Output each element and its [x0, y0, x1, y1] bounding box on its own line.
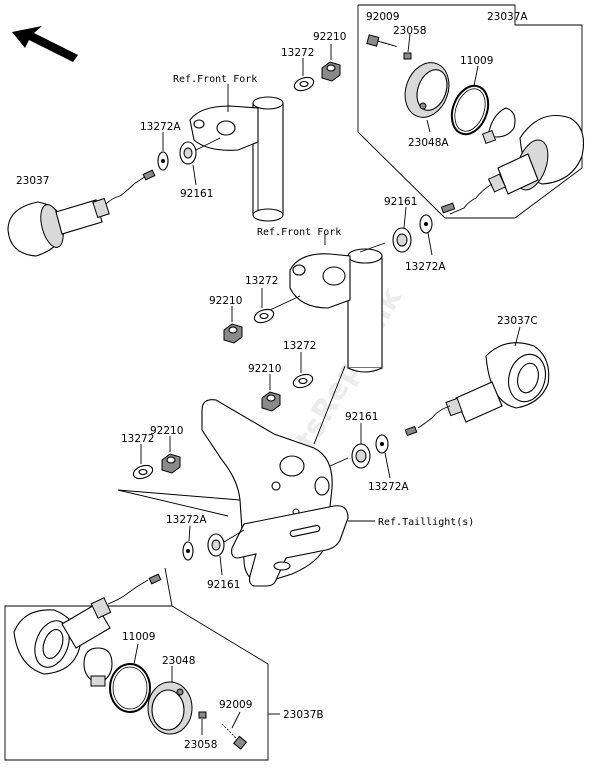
label-13272A-c: 13272A [368, 481, 409, 493]
washer-13272-b [253, 308, 275, 324]
o-ring-11009-top [450, 84, 490, 136]
label-92210-c: 92210 [248, 363, 281, 375]
label-11009-bottom: 11009 [122, 631, 155, 643]
turn-signal-23037C [404, 342, 550, 437]
fork-bracket-middle [289, 253, 351, 309]
label-13272-a: 13272 [281, 47, 314, 59]
grommet-92161-d [207, 533, 225, 557]
group-outline-23037A-lower [357, 5, 583, 219]
washer-13272-d [132, 464, 154, 480]
grommet-92161-b [392, 227, 412, 253]
ref-front-fork-2: Ref.Front Fork [257, 227, 341, 238]
o-ring-11009-bottom [109, 663, 151, 713]
label-23058-bottom: 23058 [184, 739, 217, 751]
arrow-front-left-icon [12, 26, 78, 62]
nut-23058-bottom [198, 711, 207, 719]
label-92161-d: 92161 [207, 579, 240, 591]
lens-23048 [147, 681, 193, 735]
ref-taillight: Ref.Taillight(s) [378, 517, 474, 528]
label-92009-bottom: 92009 [219, 699, 252, 711]
washer-13272A-b [419, 214, 433, 234]
ref-front-fork-1: Ref.Front Fork [173, 74, 257, 85]
nut-92210-b [223, 323, 243, 344]
washer-13272A-c [375, 434, 389, 454]
group-outline-23037A [358, 4, 583, 168]
turn-signal-23037 [7, 169, 156, 257]
label-23048: 23048 [162, 655, 195, 667]
nut-23058-top [403, 52, 412, 60]
label-13272-b: 13272 [245, 275, 278, 287]
washer-13272A-d [182, 541, 194, 561]
label-92009-top: 92009 [366, 11, 399, 23]
washer-13272-a [293, 76, 315, 92]
label-11009-top: 11009 [460, 55, 493, 67]
nut-92210-d [161, 453, 181, 474]
label-92161-c: 92161 [345, 411, 378, 423]
bulb-bottom [83, 647, 113, 687]
label-23058-top: 23058 [393, 25, 426, 37]
fork-tube-middle [347, 248, 383, 373]
screw-92009-bottom [221, 723, 248, 750]
label-92161-b: 92161 [384, 196, 417, 208]
label-92210-d: 92210 [150, 425, 183, 437]
label-23037A: 23037A [487, 11, 528, 23]
turn-signal-23037B [13, 573, 162, 675]
washer-13272A-a [157, 151, 169, 171]
label-13272A-b: 13272A [405, 261, 446, 273]
grommet-92161-a [179, 141, 197, 165]
label-13272A-a: 13272A [140, 121, 181, 133]
label-92161-a: 92161 [180, 188, 213, 200]
fork-bracket-upper [189, 105, 259, 151]
turn-signal-23037A [440, 114, 585, 215]
label-23037C: 23037C [497, 315, 538, 327]
nut-92210-a [321, 61, 341, 82]
nut-92210-c [261, 391, 281, 412]
license-plate-bracket [231, 505, 349, 587]
label-23048A: 23048A [408, 137, 449, 149]
screw-92009-top [366, 34, 399, 48]
label-13272-c: 13272 [283, 340, 316, 352]
label-92210-b: 92210 [209, 295, 242, 307]
washer-13272-c [292, 373, 314, 389]
label-23037B: 23037B [283, 709, 324, 721]
label-23037: 23037 [16, 175, 49, 187]
grommet-92161-c [351, 443, 371, 469]
bulb-top [481, 107, 516, 145]
label-13272A-d: 13272A [166, 514, 207, 526]
lens-23048A [404, 62, 450, 118]
label-92210-a: 92210 [313, 31, 346, 43]
label-13272-d: 13272 [121, 433, 154, 445]
